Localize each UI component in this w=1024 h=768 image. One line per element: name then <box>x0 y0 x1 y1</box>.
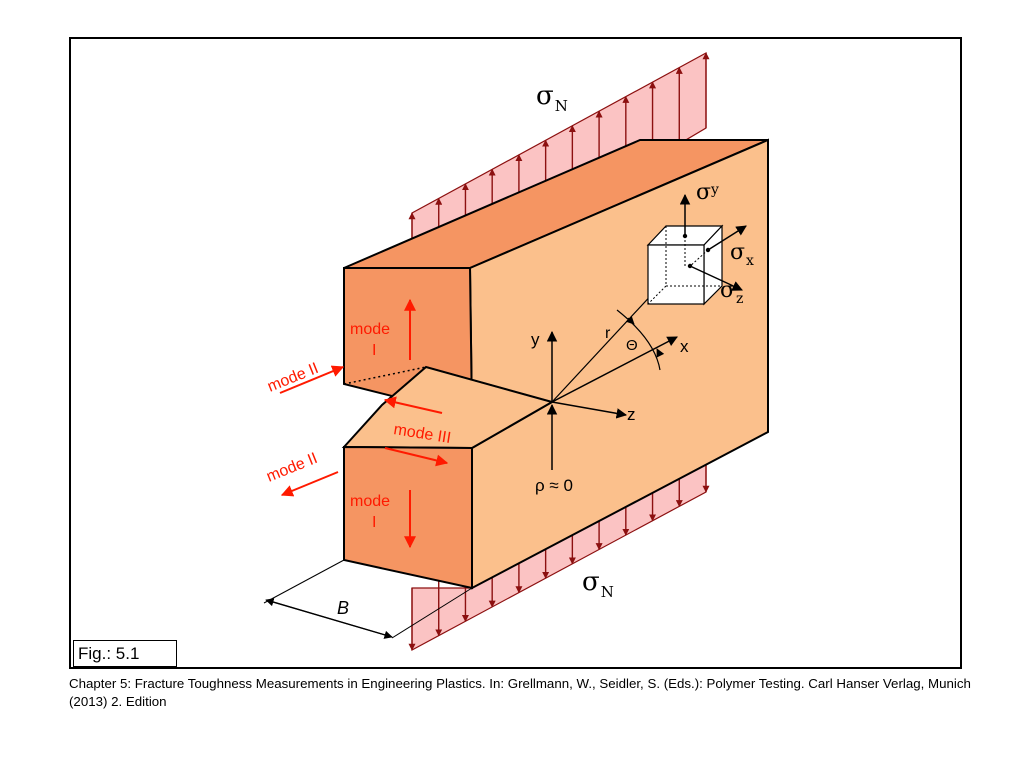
mode-i-bottom-label-line1: mode <box>350 493 390 510</box>
width-dimension <box>263 559 473 639</box>
figure-label: Fig.: 5.1 <box>73 640 177 667</box>
mode-ii-bottom-label: mode II <box>264 450 320 486</box>
theta-label: Θ <box>626 337 638 354</box>
sigma-top-label: σN <box>536 81 568 115</box>
sigma-x-arrow <box>707 225 747 251</box>
mode-i-top-label-line2: I <box>372 342 376 359</box>
axis-y-label: y <box>531 330 540 349</box>
sigma-bottom-label: σN <box>582 567 614 601</box>
mode-i-top-label-line1: mode <box>350 321 390 338</box>
sigma-x-label: σx <box>730 240 754 269</box>
mode-iii-bottom-arrow <box>384 447 449 467</box>
r-label: r <box>605 325 611 342</box>
theta-arc <box>616 309 661 371</box>
mode-i-bottom-label-line2: I <box>372 514 376 531</box>
sigma-z-label: σz <box>720 278 743 307</box>
lower-left-face <box>343 445 473 590</box>
mode-ii-bottom-arrow <box>280 471 339 497</box>
z-axis <box>551 401 628 419</box>
mode-ii-top-arrow <box>279 365 345 394</box>
sigma-y-label: σy <box>696 180 719 205</box>
b-label: B <box>337 598 349 618</box>
figure-frame <box>69 37 962 669</box>
x-axis <box>551 336 678 403</box>
mode-iii-top-arrow <box>383 396 443 414</box>
mode-ii-top-label: mode II <box>265 360 321 396</box>
rho-label: ρ ≈ 0 <box>535 476 573 495</box>
specimen-block <box>341 138 769 590</box>
figure-caption: Chapter 5: Fracture Toughness Measuremen… <box>69 676 971 709</box>
sigma-z-arrow <box>689 265 743 291</box>
axis-z-label: z <box>627 405 636 424</box>
stress-element-cube <box>646 193 747 306</box>
crack-front <box>343 366 553 403</box>
mode-arrows <box>279 298 449 549</box>
axis-x-label: x <box>680 337 689 356</box>
